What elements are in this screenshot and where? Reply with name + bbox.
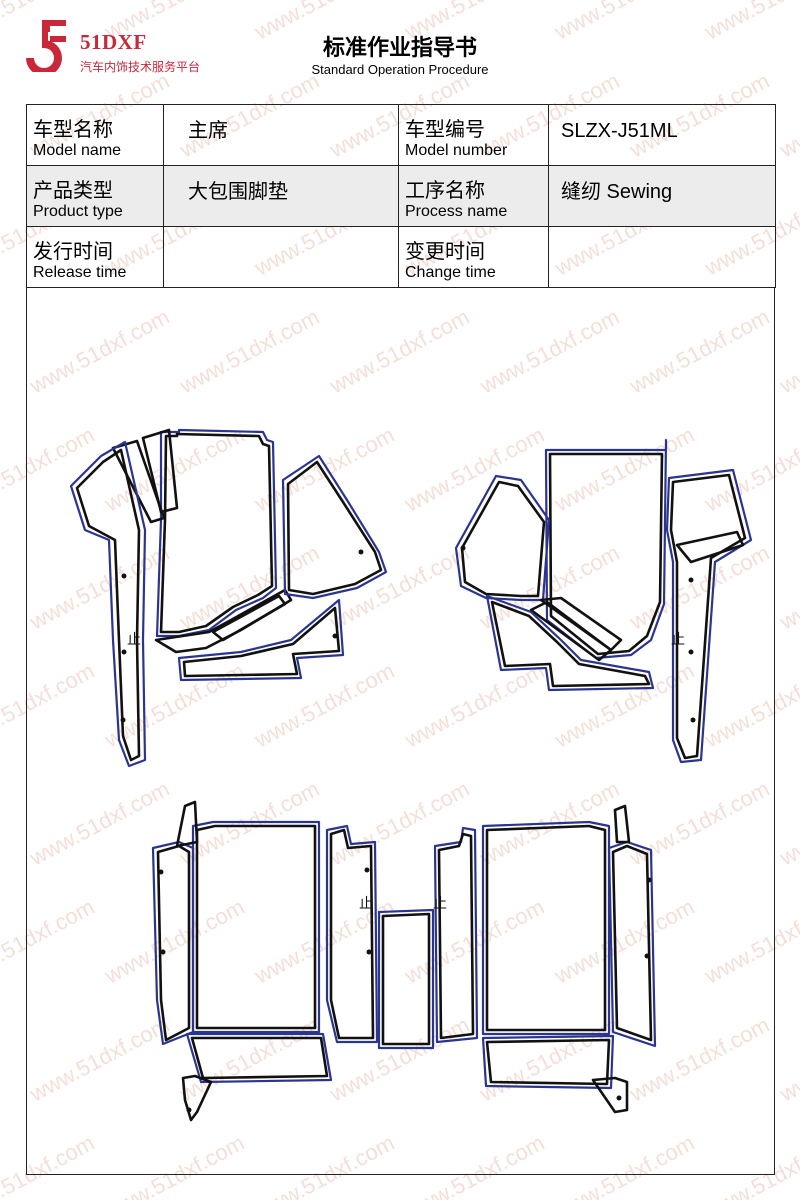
model-name-label: 车型名称 Model name (26, 104, 164, 166)
pattern-piece-bottom-left-main (191, 820, 321, 1034)
watermark-text: www.51dxf.com (775, 540, 800, 635)
process-name-label: 工序名称 Process name (398, 165, 549, 227)
stop-mark: 止 (127, 632, 141, 648)
watermark-text: www.51dxf.com (775, 304, 800, 399)
pattern-piece-bottom-left-bottom (181, 1032, 333, 1122)
pattern-piece-top-right-left (454, 474, 551, 602)
table-row: 产品类型 Product type 大包围脚垫 工序名称 Process nam… (26, 165, 776, 227)
release-time-value (163, 226, 399, 288)
info-table: 车型名称 Model name 主席 车型编号 Model number SLZ… (26, 104, 776, 288)
product-type-value: 大包围脚垫 (163, 165, 399, 227)
table-row: 发行时间 Release time 变更时间 Change time (26, 226, 776, 288)
model-number-value: SLZX-J51ML (548, 104, 776, 166)
model-name-value: 主席 (163, 104, 399, 166)
stop-mark: 止 (433, 896, 447, 912)
logo-slogan: 汽车内饰技术服务平台 (80, 60, 201, 74)
product-type-label: 产品类型 Product type (26, 165, 164, 227)
logo: 51DXF 汽车内饰技术服务平台 (22, 14, 232, 80)
pattern-piece-bottom-right-bottom (481, 1034, 629, 1114)
change-time-label: 变更时间 Change time (398, 226, 549, 288)
pattern-piece-top-left-main (155, 428, 278, 638)
pattern-piece-top-left-bottom (177, 598, 345, 682)
process-name-value: 缝纫 Sewing (548, 165, 776, 227)
pattern-piece-bottom-center (377, 908, 435, 1050)
pattern-piece-top-left-side (69, 440, 147, 768)
pattern-piece-top-right-bottom (485, 594, 655, 692)
pattern-piece-top-right-main (544, 438, 668, 660)
logo-text: 51DXF (80, 30, 147, 54)
pattern-piece-top-left-right (281, 454, 388, 600)
page-subtitle: Standard Operation Procedure (311, 62, 489, 77)
stop-mark: 止 (671, 632, 685, 648)
stop-mark: 止 (359, 896, 373, 912)
change-time-value (548, 226, 776, 288)
page-title: 标准作业指导书 (322, 36, 477, 61)
watermark-text: www.51dxf.com (550, 0, 699, 45)
floor-mat-pattern-drawing: 止 止 止 止 (69, 428, 753, 1122)
watermark-text: www.51dxf.com (775, 1012, 800, 1107)
pattern-piece-bottom-left-side (151, 800, 199, 1046)
watermark-text: www.51dxf.com (700, 0, 800, 45)
pattern-piece-bottom-right-main (481, 820, 611, 1036)
drill-dots (120, 545, 696, 1113)
table-row: 车型名称 Model name 主席 车型编号 Model number SLZ… (26, 104, 776, 166)
watermark-text: www.51dxf.com (775, 68, 800, 163)
pattern-piece-top-right-strips (529, 596, 623, 662)
pattern-piece-top-right-side (665, 468, 753, 764)
pattern-piece-bottom-left-right (325, 824, 379, 1044)
model-number-label: 车型编号 Model number (398, 104, 549, 166)
watermark-text: www.51dxf.com (775, 776, 800, 871)
pattern-drawing-frame: 止 止 止 止 (26, 288, 775, 1175)
pattern-piece-bottom-right-left (433, 826, 479, 1044)
logo-mark-icon (26, 20, 66, 72)
pattern-piece-bottom-right-side (607, 804, 657, 1048)
release-time-label: 发行时间 Release time (26, 226, 164, 288)
